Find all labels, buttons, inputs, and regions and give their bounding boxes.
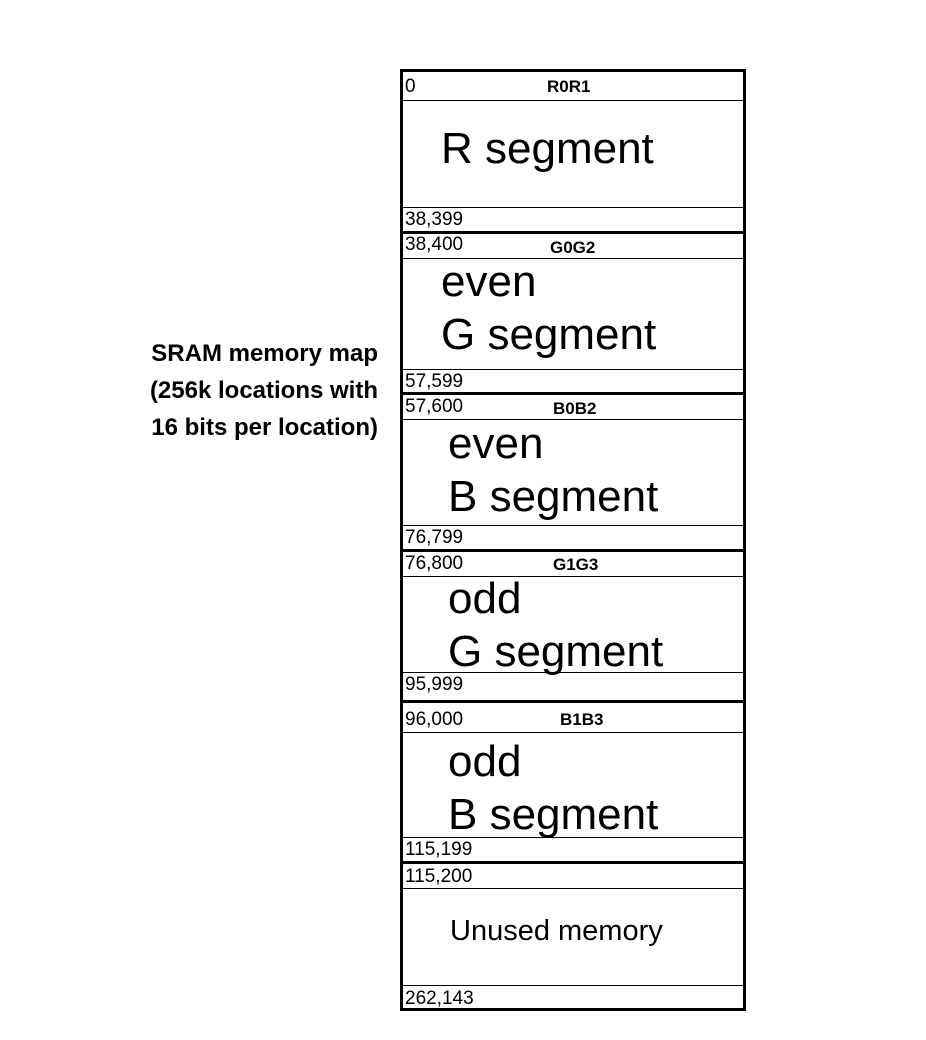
row-divider xyxy=(403,985,743,986)
unused-memory-label: Unused memory xyxy=(450,915,663,947)
segment-label-line-1: odd xyxy=(448,574,522,623)
segment-tag: B1B3 xyxy=(560,710,604,729)
segment-end-address: 95,999 xyxy=(405,674,464,695)
segment-tag: G1G3 xyxy=(553,555,599,574)
row-divider xyxy=(403,207,743,208)
segment-start-address: 0 xyxy=(405,76,416,97)
segment-tag: G0G2 xyxy=(550,238,596,257)
row-divider xyxy=(403,369,743,370)
segment-label-line-2: G segment xyxy=(448,627,664,676)
segment-end-address: 38,399 xyxy=(405,209,464,230)
segment-end-address: 115,199 xyxy=(405,839,473,860)
segment-separator xyxy=(403,549,743,552)
caption-line-3: 16 bits per location) xyxy=(151,414,378,441)
segment-end-address: 262,143 xyxy=(405,988,474,1009)
row-divider xyxy=(403,837,743,838)
segment-label-line-1: odd xyxy=(448,737,522,786)
segment-start-address: 57,600 xyxy=(405,396,464,417)
segment-start-address: 96,000 xyxy=(405,709,464,730)
segment-start-address: 76,800 xyxy=(405,553,464,574)
memory-map-caption: SRAM memory map (256k locations with 16 … xyxy=(48,335,378,446)
memory-map: 0 R0R1 R segment 38,399 38,400 G0G2 even… xyxy=(400,69,746,1011)
row-divider xyxy=(403,419,743,420)
segment-label-line-2: B segment xyxy=(448,790,659,839)
segment-start-address: 115,200 xyxy=(405,866,473,887)
caption-line-1: SRAM memory map xyxy=(151,340,378,367)
segment-label-line-1: even xyxy=(448,419,544,468)
caption-line-2: (256k locations with xyxy=(149,377,378,404)
row-divider xyxy=(403,672,743,673)
segment-end-address: 76,799 xyxy=(405,527,464,548)
segment-separator xyxy=(403,861,743,864)
segment-tag: R0R1 xyxy=(547,77,591,96)
segment-label-line-1: even xyxy=(441,257,537,306)
segment-separator xyxy=(403,231,743,234)
row-divider xyxy=(403,888,743,889)
segment-separator xyxy=(403,392,743,395)
segment-tag: B0B2 xyxy=(553,399,597,418)
segment-end-address: 57,599 xyxy=(405,371,464,392)
segment-separator xyxy=(403,700,743,703)
row-divider xyxy=(403,100,743,101)
row-divider xyxy=(403,732,743,733)
segment-label-line-2: G segment xyxy=(441,310,657,359)
segment-start-address: 38,400 xyxy=(405,234,464,255)
segment-label: R segment xyxy=(441,124,654,173)
row-divider xyxy=(403,258,743,259)
row-divider xyxy=(403,525,743,526)
row-divider xyxy=(403,576,743,577)
segment-label-line-2: B segment xyxy=(448,472,659,521)
